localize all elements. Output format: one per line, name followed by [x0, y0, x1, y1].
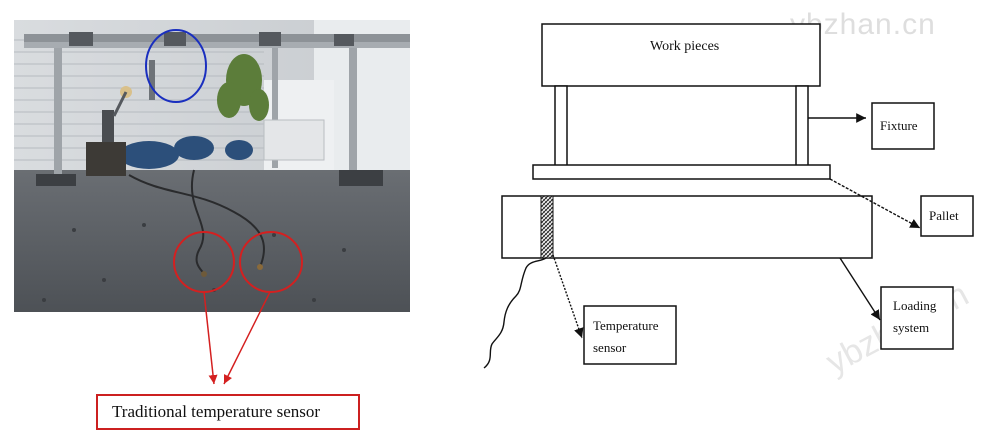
pallet-plate — [532, 164, 831, 180]
traditional-sensor-callout: Traditional temperature sensor — [96, 394, 360, 430]
temperature-sensor-label-line2: sensor — [593, 340, 627, 355]
fixture-label: Fixture — [880, 118, 918, 133]
temperature-sensor-label-box — [583, 305, 677, 365]
fixture-column-right — [795, 85, 809, 167]
loading-system-label-line1: Loading — [893, 298, 937, 313]
pallet-label-box — [920, 195, 974, 237]
pallet-label: Pallet — [929, 208, 959, 223]
temperature-sensor-label-line1: Temperature — [593, 318, 659, 333]
loading-system-block — [501, 195, 873, 259]
loading-system-label-box — [880, 286, 954, 350]
fixture-column-left — [554, 85, 568, 167]
work-pieces-block — [541, 23, 821, 87]
sensor-cable — [483, 257, 547, 369]
temperature-sensor-strip — [540, 195, 554, 259]
schematic-diagram: Work pieces Fixture Pallet Loading syste… — [483, 23, 974, 369]
traditional-sensor-label: Traditional temperature sensor — [112, 402, 321, 421]
work-pieces-label: Work pieces — [650, 39, 719, 54]
loading-system-label-line2: system — [893, 320, 929, 335]
fixture-photo — [14, 20, 410, 312]
fixture-label-box — [871, 102, 935, 150]
